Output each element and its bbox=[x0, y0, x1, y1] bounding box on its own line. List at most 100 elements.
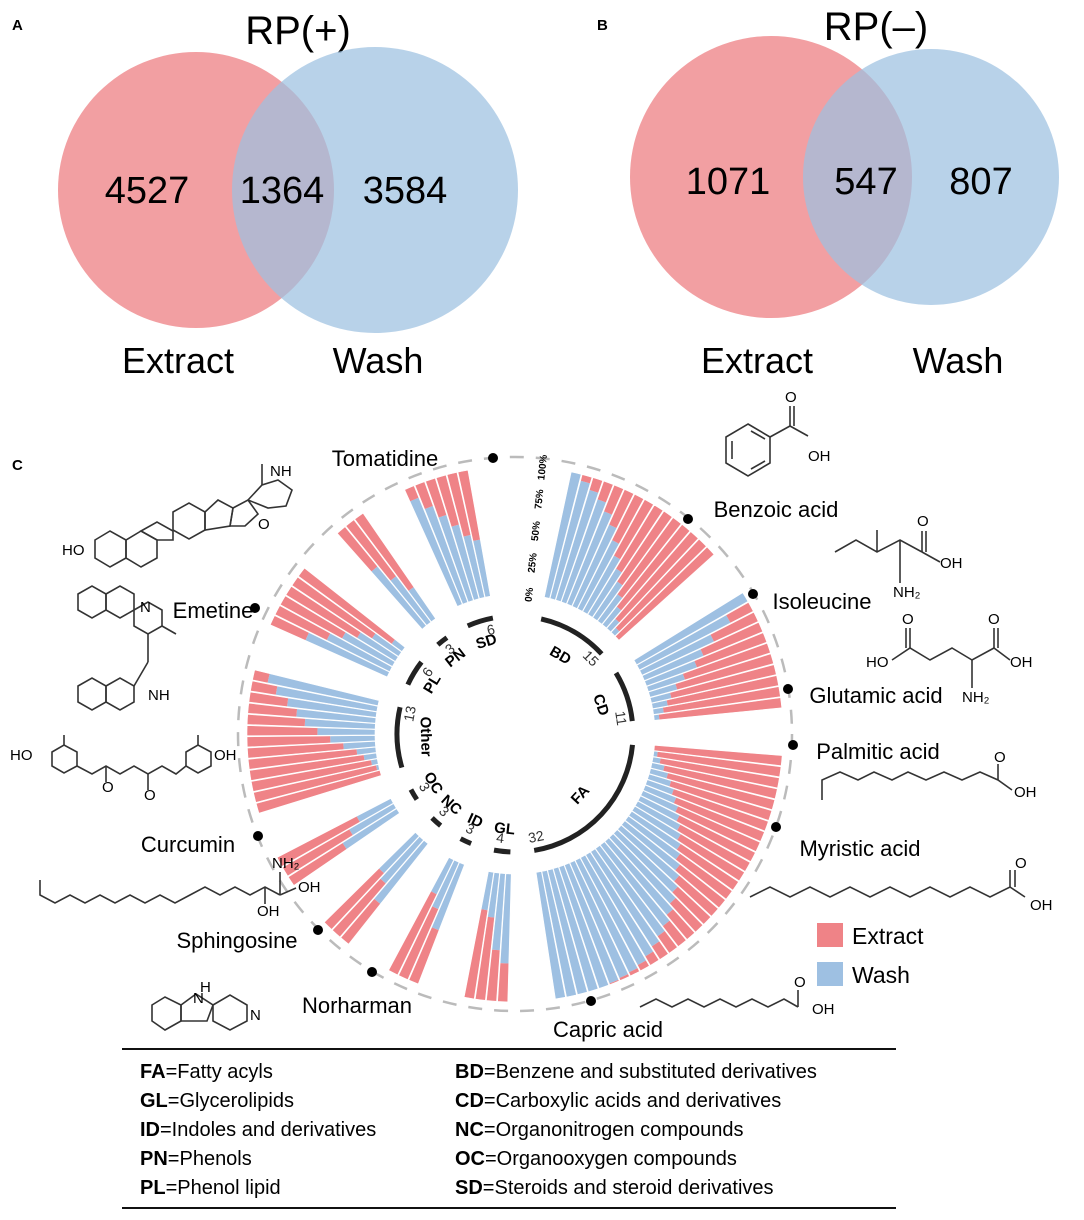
bar-SD-2-extract bbox=[425, 478, 447, 518]
bar-ID-0-outline bbox=[408, 862, 465, 985]
venn-b-extract-label: Extract bbox=[701, 340, 813, 381]
class-count-FA: 32 bbox=[527, 827, 546, 846]
bar-FA-13-wash bbox=[625, 816, 681, 860]
bar-Other-12-extract bbox=[252, 669, 270, 683]
bar-GL-2-extract bbox=[475, 916, 495, 1001]
label-emetine: Emetine bbox=[173, 598, 254, 623]
structure-glutamic-acid: O O HO OH NH₂ bbox=[866, 611, 1033, 706]
bar-BD-1-outline bbox=[549, 474, 593, 601]
bar-NC-1-extract bbox=[332, 878, 386, 937]
bar-PL-5-extract bbox=[298, 568, 395, 645]
bar-Other-12-outline bbox=[252, 669, 380, 707]
bar-FA-14-wash bbox=[621, 820, 681, 871]
atom-o: O bbox=[258, 516, 270, 533]
bar-Other-4-extract bbox=[248, 749, 358, 770]
atom-ho: HO bbox=[10, 747, 33, 764]
arc-NC bbox=[430, 816, 443, 828]
bar-CD-5-wash bbox=[646, 673, 686, 692]
atom-n: N bbox=[140, 599, 151, 616]
bar-FA-27-wash bbox=[558, 865, 609, 989]
bar-Other-11-outline bbox=[250, 680, 379, 712]
bar-PL-3-outline bbox=[285, 585, 399, 662]
bar-Other-4-outline bbox=[247, 746, 377, 770]
bar-CD-6-extract bbox=[675, 653, 774, 690]
bar-Other-2-outline bbox=[250, 758, 379, 792]
bar-Other-5-wash bbox=[343, 741, 376, 750]
bar-Other-9-wash bbox=[296, 708, 376, 724]
bar-Other-10-wash bbox=[287, 698, 377, 718]
bar-BD-12-wash bbox=[606, 618, 620, 632]
bar-PN-1-outline bbox=[345, 519, 432, 626]
label-isoleucine: Isoleucine bbox=[772, 589, 871, 614]
bar-BD-5-outline bbox=[571, 489, 635, 609]
bar-FA-9-wash bbox=[638, 795, 680, 822]
bar-FA-2-outline bbox=[651, 756, 780, 789]
bar-FA-14-extract bbox=[675, 864, 726, 908]
arc-CD bbox=[613, 671, 635, 722]
panel-b-letter: B bbox=[597, 17, 608, 34]
bar-BD-9-wash bbox=[592, 581, 623, 621]
venn-b-wash-label: Wash bbox=[913, 340, 1004, 381]
bar-PL-5-outline bbox=[297, 567, 406, 652]
marker-glutamic-acid bbox=[783, 684, 793, 694]
bar-ID-0-extract bbox=[408, 927, 440, 984]
bar-BD-5-extract bbox=[608, 489, 634, 529]
bar-FA-3-outline bbox=[650, 762, 778, 800]
legend-wash-label: Wash bbox=[852, 962, 910, 988]
label-tomatidine: Tomatidine bbox=[332, 446, 438, 471]
bar-BD-12-outline bbox=[606, 531, 699, 633]
bar-FA-12-extract bbox=[676, 843, 739, 891]
arc-BD bbox=[540, 616, 604, 656]
definition-PN: PN=Phenols bbox=[140, 1148, 252, 1170]
bar-FA-10-outline bbox=[634, 800, 751, 872]
bar-Other-12-wash bbox=[267, 673, 380, 706]
bar-BD-9-outline bbox=[592, 510, 673, 622]
bar-PN-2-wash bbox=[408, 587, 436, 622]
bar-OC-1-extract bbox=[282, 829, 353, 877]
structure-myristic-acid: O OH bbox=[749, 855, 1053, 914]
bar-PL-4-extract bbox=[291, 577, 376, 639]
atom-oh: OH bbox=[1014, 784, 1037, 801]
arc-Other bbox=[394, 706, 405, 769]
pct-tick-3: 75% bbox=[533, 489, 546, 510]
bar-BD-3-wash bbox=[561, 499, 607, 604]
bar-BD-12-extract bbox=[615, 531, 699, 623]
definition-OC: OC=Organooxygen compounds bbox=[455, 1148, 737, 1170]
bar-FA-15-extract bbox=[673, 875, 719, 917]
atom-nh2: NH₂ bbox=[962, 689, 990, 706]
panel-a-letter: A bbox=[12, 17, 23, 34]
bar-FA-5-wash bbox=[647, 774, 672, 787]
bar-PN-0-wash bbox=[371, 566, 427, 630]
venn-a-wash-circle bbox=[232, 47, 518, 333]
marker-isoleucine bbox=[748, 589, 758, 599]
marker-myristic-acid bbox=[771, 822, 781, 832]
class-count-CD: 11 bbox=[612, 710, 630, 727]
bar-BD-2-wash bbox=[555, 489, 599, 602]
bar-NC-2-wash bbox=[378, 832, 420, 874]
bar-CD-1-outline bbox=[636, 601, 754, 671]
bar-FA-26-extract bbox=[609, 979, 620, 985]
bar-Other-6-extract bbox=[247, 735, 331, 747]
bar-CD-7-outline bbox=[649, 664, 777, 704]
bar-BD-0-wash bbox=[544, 471, 582, 599]
marker-capric-acid bbox=[586, 996, 596, 1006]
bar-SD-2-outline bbox=[425, 477, 474, 603]
bar-FA-21-extract bbox=[651, 941, 669, 960]
bar-Other-3-extract bbox=[249, 754, 365, 781]
bar-FA-9-outline bbox=[637, 795, 756, 862]
bar-CD-4-wash bbox=[644, 660, 698, 687]
bar-SD-2-wash bbox=[438, 514, 474, 603]
bar-GL-3-wash bbox=[481, 871, 494, 911]
venn-b-wash-count: 807 bbox=[949, 161, 1012, 203]
bar-FA-16-extract bbox=[672, 886, 711, 925]
label-sphingosine: Sphingosine bbox=[176, 928, 297, 953]
bar-CD-6-wash bbox=[648, 683, 678, 698]
atom-ho: HO bbox=[62, 542, 85, 559]
pct-tick-1: 25% bbox=[527, 552, 540, 573]
bar-PN-1-wash bbox=[390, 576, 431, 626]
bar-ID-2-wash bbox=[430, 857, 454, 895]
arc-PL bbox=[405, 660, 424, 686]
bar-FA-7-wash bbox=[643, 785, 677, 804]
definitions-table: FA=Fatty acylsGL=GlycerolipidsID=Indoles… bbox=[122, 1048, 896, 1209]
bar-Other-6-outline bbox=[246, 735, 376, 748]
